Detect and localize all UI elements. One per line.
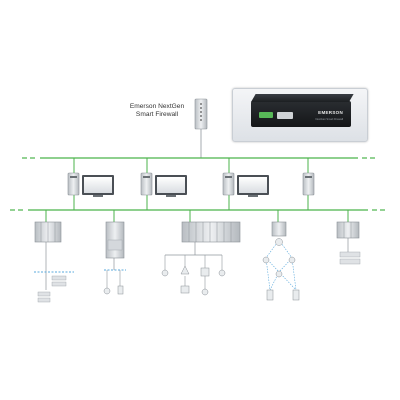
firewall-label-line2: Smart Firewall — [135, 111, 179, 118]
network-ports — [277, 112, 293, 119]
controller-3-icon — [161, 210, 241, 296]
controller-4-icon — [262, 210, 300, 301]
firewall-icon — [194, 98, 208, 130]
photo-model: NextGen Smart Firewall — [315, 118, 343, 121]
status-leds — [259, 112, 273, 118]
workstation-1-icon — [67, 158, 114, 210]
workstation-2-icon — [140, 158, 187, 210]
controller-1-icon — [34, 210, 74, 303]
photo-brand: EMERSON — [318, 110, 343, 115]
workstation-3-icon — [222, 158, 269, 210]
firewall-label: Emerson NextGen Smart Firewall — [120, 103, 194, 119]
controller-2-icon — [103, 210, 126, 295]
server-icon — [302, 158, 315, 210]
controller-5-icon — [336, 210, 361, 265]
firewall-photo: EMERSON NextGen Smart Firewall — [232, 88, 368, 142]
firewall-label-line1: Emerson NextGen — [129, 103, 185, 110]
firewall-appliance-image: EMERSON NextGen Smart Firewall — [251, 94, 354, 127]
